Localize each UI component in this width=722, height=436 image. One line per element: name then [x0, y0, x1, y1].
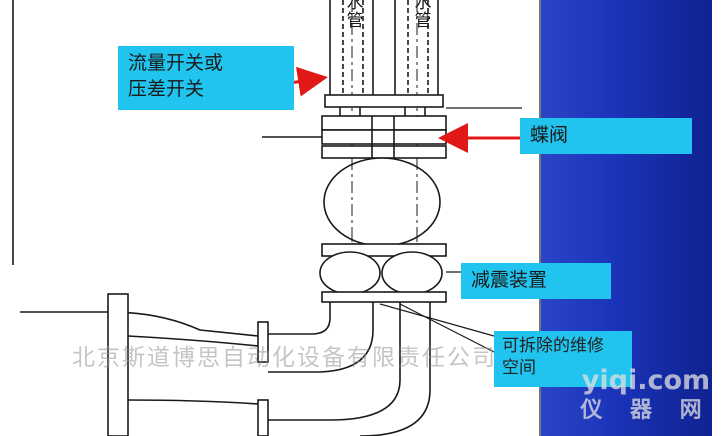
pipe-label-left: 水 管	[346, 0, 364, 31]
flange-stack	[321, 94, 447, 159]
pump-inlet-flange	[107, 293, 129, 436]
site-watermark-cn: 仪 器 网	[580, 398, 712, 423]
site-watermark: yiqi.com 仪 器 网	[580, 366, 712, 426]
inlet-lower-edge	[127, 399, 259, 405]
vertical-pipe-right	[394, 0, 439, 95]
horizontal-flange-2	[257, 399, 269, 436]
white-edge-strip	[712, 0, 722, 436]
expansion-joint-body	[323, 157, 441, 247]
arrow-flow-switch	[289, 66, 328, 97]
company-watermark: 北京斯道博思自动化设备有限责任公司	[72, 345, 497, 371]
lower-flange-bottom	[321, 291, 447, 303]
label-butterfly-valve: 蝶阀	[520, 118, 692, 154]
elbow-pipe	[268, 302, 431, 436]
damper-ring-right	[381, 251, 443, 295]
leader-line-space-2	[399, 303, 495, 353]
vertical-pipe-left	[329, 0, 374, 95]
site-watermark-url: yiqi.com	[581, 365, 711, 396]
pipe-label-right: 水 管	[414, 0, 432, 31]
inlet-upper-edge	[20, 311, 259, 337]
leader-line-space-1	[379, 303, 495, 337]
label-service-space: 可拆除的维修 空间	[494, 331, 632, 387]
label-flow-switch: 流量开关或 压差开关	[118, 46, 294, 110]
inlet-inner-edge	[127, 335, 259, 347]
damper-ring-left	[319, 251, 381, 295]
horizontal-flange-1	[257, 321, 269, 363]
label-damper: 减震装置	[461, 263, 611, 299]
